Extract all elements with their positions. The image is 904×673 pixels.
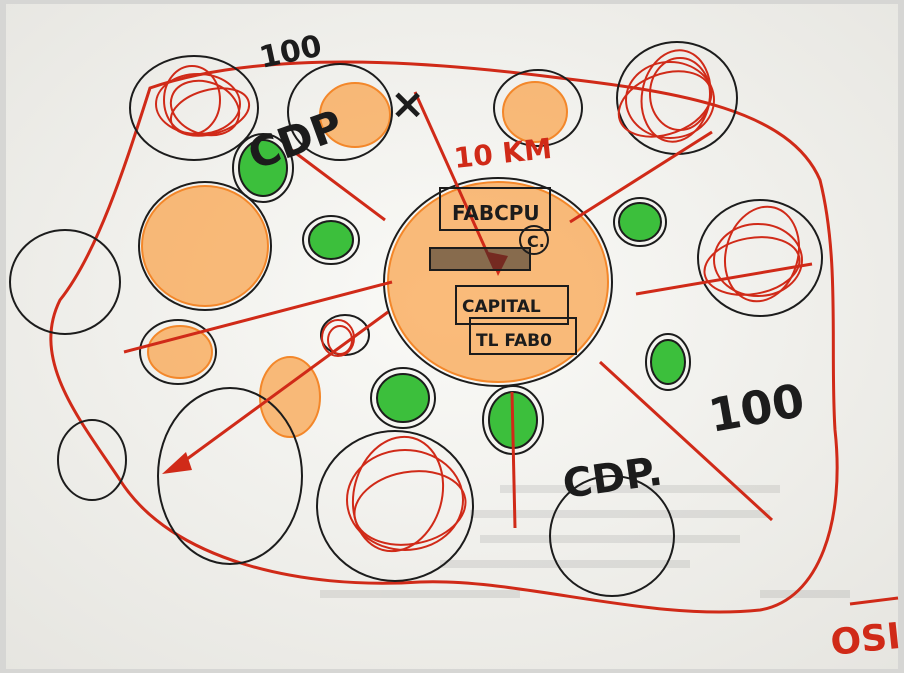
center-card-line1: FABCPU [452, 201, 540, 225]
orange-node-left-small [148, 326, 212, 378]
label-mark-top: × [390, 79, 425, 128]
center-card-line4: TL FAB0 [476, 331, 552, 351]
center-card-line2: C. [527, 232, 545, 251]
center-card-line3: CAPITAL [462, 297, 541, 317]
orange-node-left-large [142, 186, 268, 306]
label-osi: OSI [829, 616, 903, 664]
